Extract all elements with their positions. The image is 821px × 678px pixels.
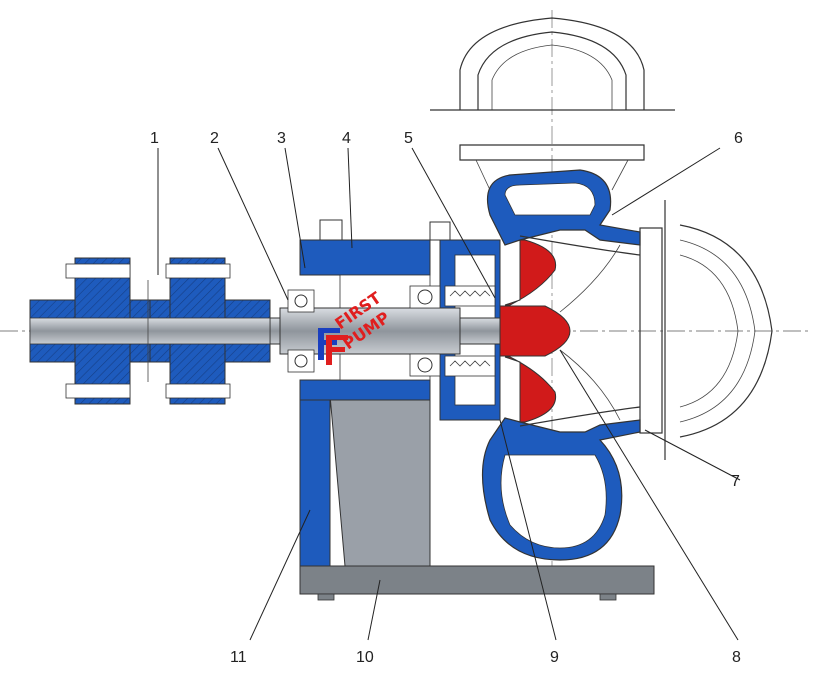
callout-8: 8 bbox=[732, 649, 741, 666]
suction-flange-right bbox=[639, 200, 773, 460]
discharge-flange-top bbox=[430, 17, 675, 191]
bearing-front bbox=[287, 289, 315, 373]
coupling bbox=[29, 257, 271, 405]
callout-11: 11 bbox=[230, 649, 247, 666]
base-plate bbox=[299, 565, 655, 595]
callout-2: 2 bbox=[210, 130, 219, 147]
base-foot-right bbox=[599, 593, 617, 601]
callout-6: 6 bbox=[734, 130, 743, 147]
callout-5: 5 bbox=[404, 130, 413, 147]
bearing-rear bbox=[409, 285, 441, 377]
impeller-hub bbox=[499, 305, 571, 357]
callout-7: 7 bbox=[731, 473, 740, 490]
shaft-seal bbox=[444, 285, 496, 377]
base-foot-left bbox=[317, 593, 335, 601]
shaft-shoulder bbox=[279, 307, 461, 355]
callout-1: 1 bbox=[150, 130, 159, 147]
bearing-bracket bbox=[299, 219, 451, 567]
callout-10: 10 bbox=[356, 649, 374, 666]
callout-3: 3 bbox=[277, 130, 286, 147]
impeller bbox=[504, 239, 557, 423]
callout-9: 9 bbox=[550, 649, 559, 666]
callout-4: 4 bbox=[342, 130, 351, 147]
